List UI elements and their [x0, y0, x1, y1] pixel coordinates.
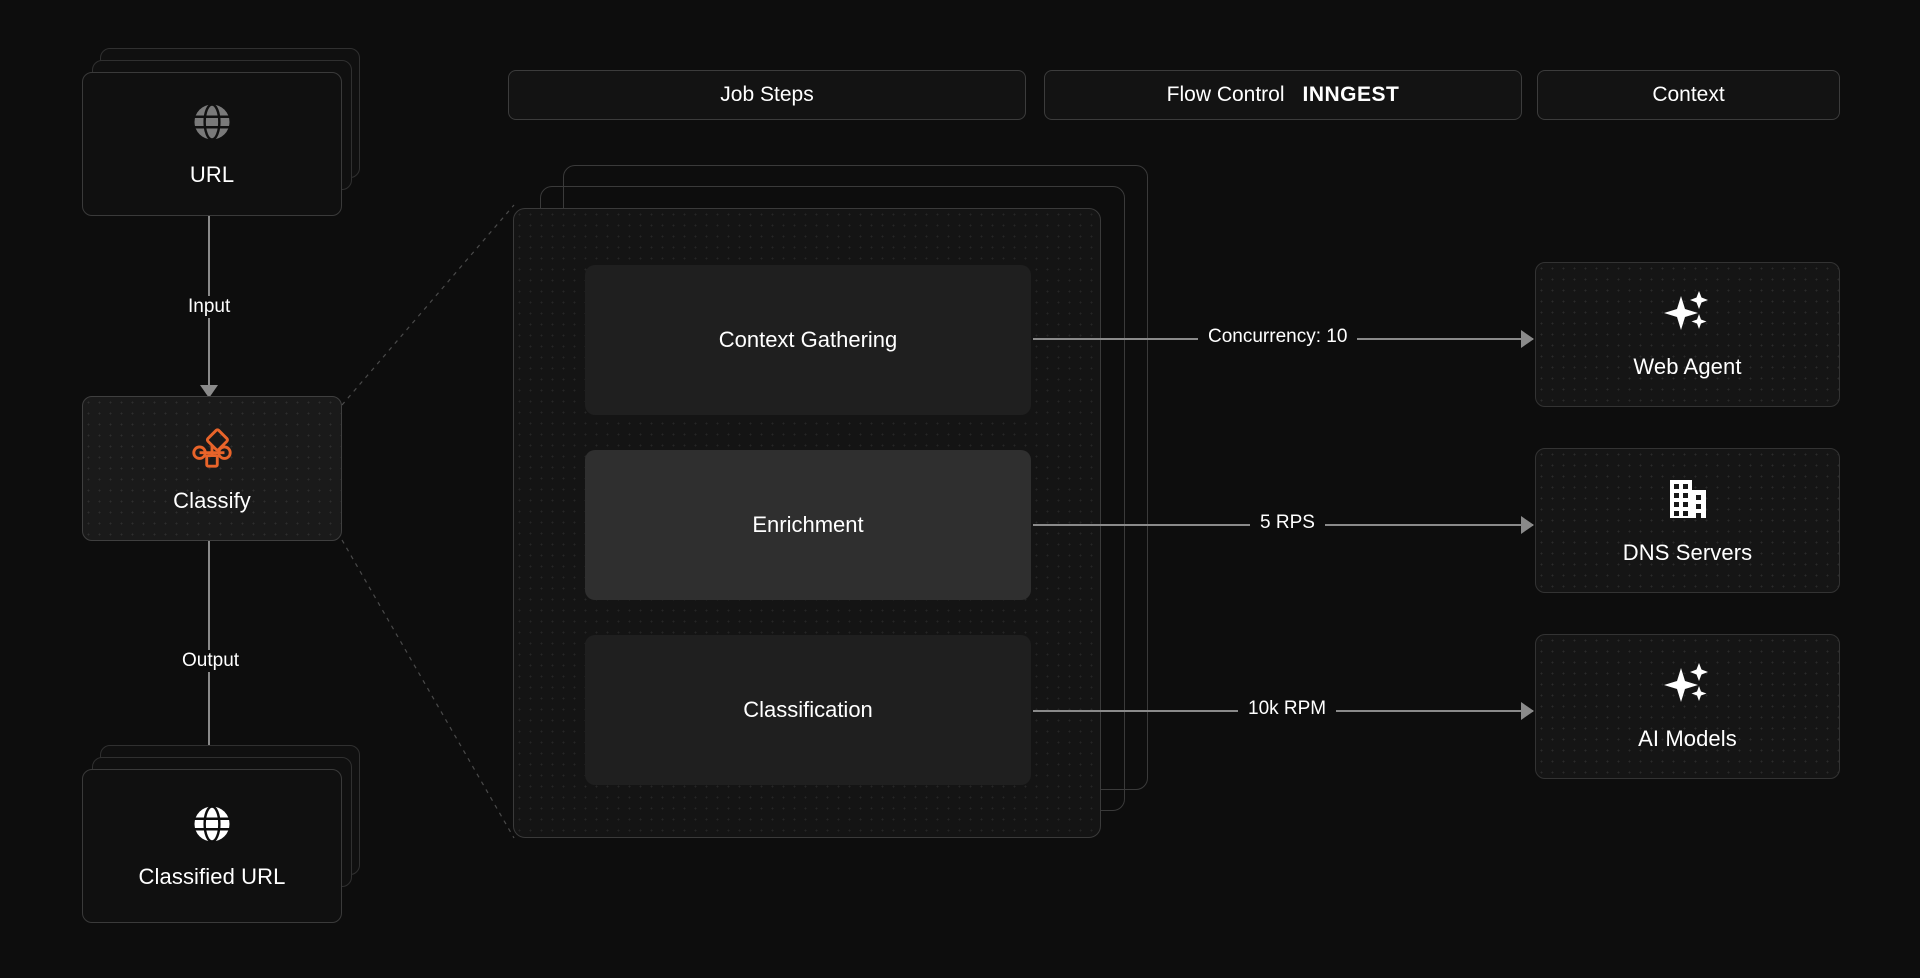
tab-job-steps[interactable]: Job Steps [508, 70, 1026, 120]
job-panel: Context Gathering Enrichment Classificat… [513, 208, 1101, 838]
tab-context-label: Context [1652, 83, 1725, 106]
workflow-branch-icon [189, 423, 235, 474]
inngest-logo: INNGEST [1302, 83, 1400, 106]
node-url-label: URL [189, 161, 235, 187]
globe-icon [191, 803, 233, 850]
node-url[interactable]: URL [82, 72, 342, 216]
resource-card-ai-models[interactable]: AI Models [1535, 634, 1840, 779]
step-label: Enrichment [752, 512, 864, 537]
edge-label-rps: 5 RPS [1250, 512, 1325, 534]
tab-flow-control-label: Flow Control [1166, 83, 1285, 106]
sparkles-icon [1663, 662, 1713, 713]
step-card-context-gathering[interactable]: Context Gathering [585, 265, 1031, 415]
tab-flow-control[interactable]: Flow Control INNGEST [1044, 70, 1522, 120]
resource-card-web-agent[interactable]: Web Agent [1535, 262, 1840, 407]
edge-enrichment-to-dns-arrow [1521, 516, 1534, 534]
edge-url-to-classify-arrow [200, 385, 218, 398]
node-classify-label: Classify [173, 488, 251, 513]
node-classify[interactable]: Classify [82, 396, 342, 541]
sparkles-icon [1663, 290, 1713, 341]
step-card-enrichment[interactable]: Enrichment [585, 450, 1031, 600]
edge-context-to-web-agent-arrow [1521, 330, 1534, 348]
resource-label: Web Agent [1633, 353, 1742, 379]
step-card-classification[interactable]: Classification [585, 635, 1031, 785]
step-label: Context Gathering [718, 327, 898, 352]
resource-card-dns-servers[interactable]: DNS Servers [1535, 448, 1840, 593]
tab-job-steps-label: Job Steps [720, 83, 814, 106]
globe-icon [191, 101, 233, 148]
edge-label-input: Input [178, 296, 241, 318]
step-label: Classification [743, 697, 873, 722]
node-classified-url[interactable]: Classified URL [82, 769, 342, 923]
tab-context[interactable]: Context [1537, 70, 1840, 120]
resource-label: DNS Servers [1622, 539, 1753, 565]
edge-label-rpm: 10k RPM [1238, 698, 1337, 720]
building-icon [1665, 476, 1711, 527]
resource-label: AI Models [1638, 725, 1737, 751]
node-classified-url-label: Classified URL [138, 863, 286, 889]
edge-label-output: Output [172, 650, 250, 672]
edge-label-concurrency: Concurrency: 10 [1198, 326, 1358, 348]
edge-classification-to-ai-models-arrow [1521, 702, 1534, 720]
